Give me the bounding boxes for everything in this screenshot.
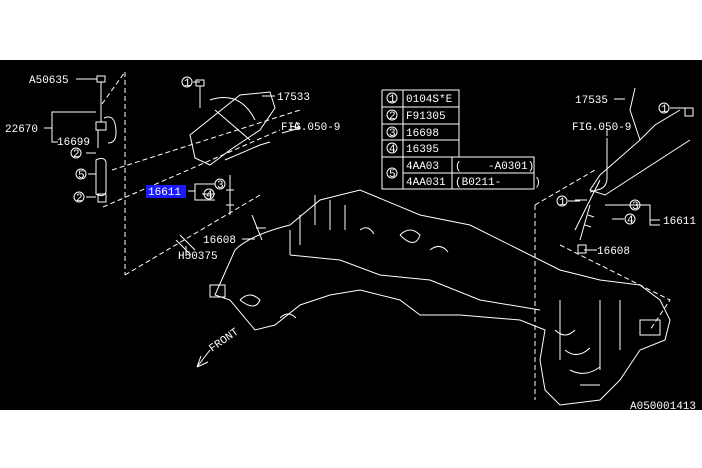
- label-17533: 17533: [277, 92, 310, 104]
- figure-id: A050001413: [630, 401, 696, 413]
- callouts-left: 2 5 2 1 3 4: [70, 76, 226, 205]
- callout-1: 1: [559, 197, 566, 209]
- label-h50375: H50375: [178, 251, 218, 263]
- table-part[interactable]: 4AA031: [406, 177, 446, 189]
- leader-lines: [44, 78, 688, 256]
- label-16608-right: 16608: [597, 246, 630, 258]
- table-ref: 3: [389, 128, 396, 140]
- table-range: (B0211- ): [455, 177, 541, 189]
- label-16608-left: 16608: [203, 235, 236, 247]
- callout-1: 1: [661, 104, 668, 116]
- label-17535: 17535: [575, 95, 608, 107]
- label-16611-right[interactable]: 16611: [663, 216, 696, 228]
- table-ref: 2: [389, 111, 396, 123]
- label-fig-050-9-left[interactable]: FIG.050-9: [281, 122, 340, 134]
- callout-2: 2: [76, 193, 83, 205]
- callout-1: 1: [184, 78, 191, 90]
- table-part[interactable]: 16698: [406, 128, 439, 140]
- table-ref: 5: [389, 169, 396, 181]
- callout-3: 3: [632, 201, 639, 213]
- callout-4: 4: [627, 215, 634, 227]
- callout-2: 2: [73, 149, 80, 161]
- highlight-16611: [146, 185, 186, 198]
- table-part[interactable]: 0104S*E: [406, 94, 453, 106]
- parts-table: 1 2 3 4 5 0104S*E F91305 16698 16395 4AA…: [381, 89, 541, 190]
- table-range: ( -A0301): [455, 161, 534, 173]
- label-22670: 22670: [5, 124, 38, 136]
- right-fuel-assembly-drawing: [534, 87, 694, 400]
- label-16699: 16699: [57, 137, 90, 149]
- table-ref: 4: [389, 144, 396, 156]
- intake-manifold-drawing: [209, 189, 671, 406]
- label-a50635: A50635: [29, 75, 69, 87]
- callout-5: 5: [78, 170, 85, 182]
- label-fig-050-9-right[interactable]: FIG.050-9: [572, 122, 631, 134]
- label-16611-highlighted[interactable]: 16611: [148, 187, 181, 199]
- callout-4: 4: [206, 190, 213, 202]
- table-part[interactable]: 16395: [406, 144, 439, 156]
- left-fuel-assembly-drawing: [95, 71, 301, 276]
- diagram-background: [0, 60, 702, 410]
- table-part[interactable]: F91305: [406, 111, 446, 123]
- callouts-right: 1 1 3 4: [556, 102, 670, 227]
- table-ref: 1: [389, 94, 396, 106]
- table-part[interactable]: 4AA03: [406, 161, 439, 173]
- callout-3: 3: [217, 180, 224, 192]
